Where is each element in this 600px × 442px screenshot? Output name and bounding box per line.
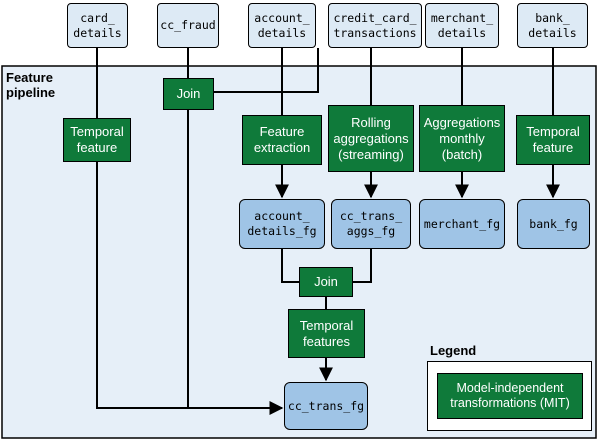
legend-title: Legend [430, 343, 477, 358]
edge-account-fg-to-join [281, 249, 299, 283]
source-merchant-details[interactable]: merchant_ details [425, 3, 499, 48]
temporal-feature-bank[interactable]: Temporal feature [516, 115, 590, 165]
fg-cc-trans-aggs[interactable]: cc_trans_ aggs_fg [331, 199, 411, 249]
aggregations-monthly[interactable]: Aggregations monthly (batch) [419, 105, 505, 172]
pipeline-label: Feature pipeline [6, 70, 56, 100]
fg-bank[interactable]: bank_fg [517, 199, 590, 249]
source-account-details[interactable]: account_ details [248, 3, 316, 48]
source-card-details[interactable]: card_ details [67, 3, 128, 48]
temporal-features[interactable]: Temporal features [288, 309, 365, 358]
fg-account-details[interactable]: account_ details_fg [239, 199, 325, 249]
join-bottom[interactable]: Join [299, 267, 353, 297]
source-credit-card-transactions[interactable]: credit_card_ transactions [328, 3, 422, 48]
rolling-aggregations[interactable]: Rolling aggregations (streaming) [328, 105, 414, 172]
edge-aggs-fg-to-join [353, 249, 372, 283]
edge-transactions-to-join [214, 48, 319, 93]
source-bank-details[interactable]: bank_ details [517, 3, 588, 48]
source-cc-fraud[interactable]: cc_fraud [157, 3, 219, 48]
fg-merchant[interactable]: merchant_fg [419, 199, 505, 249]
fg-cc-trans[interactable]: cc_trans_fg [284, 382, 368, 430]
legend-mit-swatch: Model-independent transformations (MIT) [437, 373, 583, 419]
edge-card-temporal-to-cc-trans-fg [96, 162, 284, 415]
temporal-feature-card[interactable]: Temporal feature [63, 118, 131, 162]
feature-extraction[interactable]: Feature extraction [242, 115, 322, 165]
join-top[interactable]: Join [163, 78, 214, 110]
